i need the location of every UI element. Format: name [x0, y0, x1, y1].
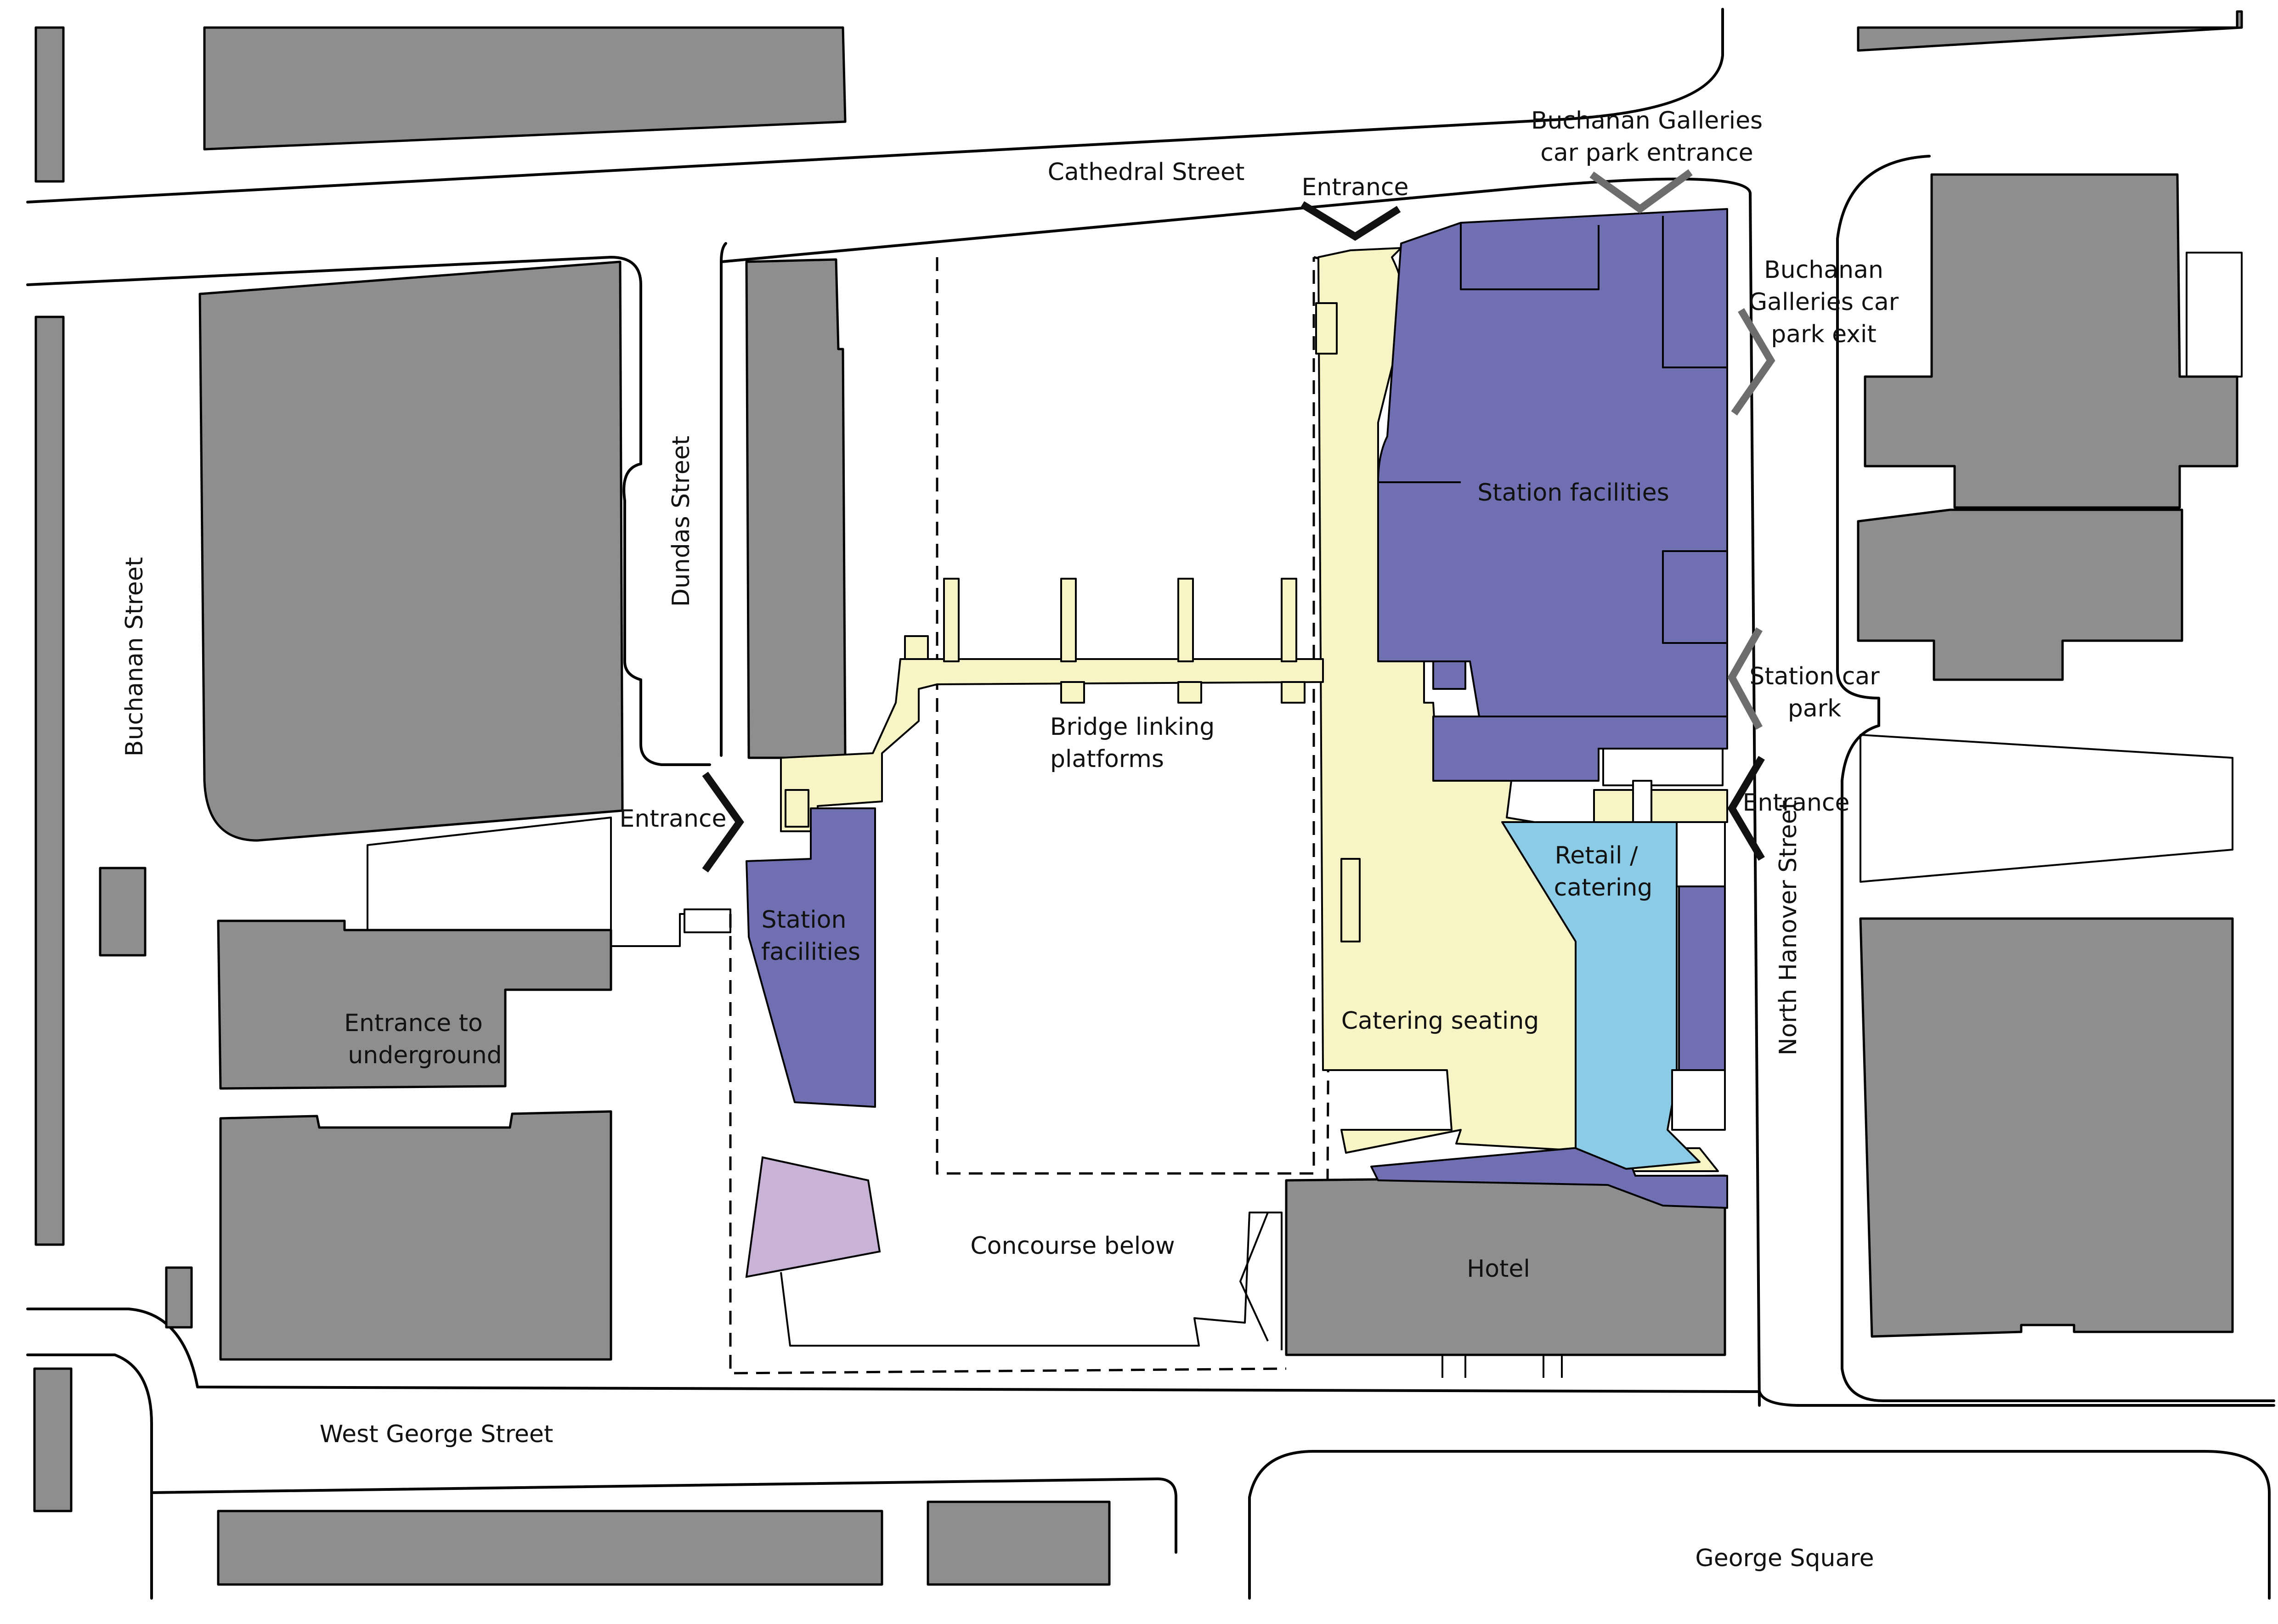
- galleries-exit-label-2: Galleries car: [1749, 288, 1899, 316]
- east-unit: [1632, 780, 1652, 823]
- george-square-label: George Square: [1695, 1545, 1874, 1572]
- station-car-park-chevron: [1727, 627, 1763, 730]
- west-george-street-label: West George Street: [320, 1421, 553, 1448]
- retail-label-1: Retail /: [1555, 842, 1638, 869]
- station-facilities-main-area: [1377, 208, 1728, 717]
- galleries-entrance-label-2: car park entrance: [1540, 139, 1753, 167]
- bridge-label-1: Bridge linking: [1050, 713, 1215, 741]
- building: [219, 1110, 612, 1361]
- bridge-stair: [943, 578, 960, 662]
- station-facilities-kiosk: [1432, 660, 1466, 690]
- road-network: [26, 8, 2275, 1600]
- walkway-outline: [367, 817, 612, 931]
- site-boundary: [729, 257, 1315, 1375]
- station-car-park-label-1: Station car: [1749, 663, 1880, 690]
- cathedral-street-label: Cathedral Street: [1048, 158, 1245, 186]
- building: [1857, 10, 2243, 52]
- east-unit: [1671, 1069, 1726, 1131]
- entrance-lobby: [1315, 302, 1338, 355]
- block-outline-northeast: [2186, 252, 2243, 378]
- bridge-stair: [1281, 681, 1306, 704]
- station-car-park-label-2: park: [1788, 695, 1841, 722]
- building: [198, 260, 624, 842]
- george-square-outline: [1248, 1450, 2271, 1600]
- seating-block: [1340, 858, 1361, 942]
- building: [1859, 917, 2234, 1338]
- building: [99, 867, 147, 957]
- dundas-street-label: Dundas Street: [667, 436, 695, 607]
- entrance-west-label: Entrance: [620, 805, 727, 833]
- map-labels: Cathedral Street Buchanan Street Dundas …: [121, 107, 1899, 1572]
- station-facilities-west: [746, 807, 876, 1108]
- west-stair: [785, 789, 809, 828]
- entrance-north-chevron: [1300, 201, 1401, 241]
- cathedral-street-north-edge: [26, 8, 1724, 203]
- retail-label-2: catering: [1554, 874, 1653, 902]
- bridge-stair: [1177, 681, 1202, 704]
- building: [203, 26, 847, 151]
- building: [165, 1266, 193, 1329]
- block-outline-east: [1860, 734, 2233, 883]
- building: [1857, 508, 2183, 681]
- surrounding-buildings: [33, 10, 2243, 1586]
- station-facilities-west-label-1: Station: [762, 906, 847, 934]
- building: [34, 316, 65, 1246]
- other-use-unit: [745, 1156, 881, 1278]
- east-unit: [1676, 821, 1726, 887]
- galleries-entrance-label-1: Buchanan Galleries: [1531, 107, 1763, 135]
- hotel-label: Hotel: [1467, 1255, 1530, 1283]
- building: [34, 26, 65, 183]
- bridge-stair: [1060, 681, 1085, 704]
- underground-label-1: Entrance to: [344, 1009, 483, 1037]
- entrance-east-label: Entrance: [1743, 789, 1850, 817]
- concourse-outline: [780, 1212, 1283, 1350]
- kiosk: [684, 908, 731, 933]
- dundas-street-west-edge: [622, 462, 711, 766]
- station-facilities-east-block: [1432, 716, 1728, 782]
- circulation-east-corridor: [1593, 789, 1728, 823]
- hotel-frontage: [1441, 1355, 1563, 1378]
- concourse-label: Concourse below: [970, 1232, 1175, 1260]
- minor-structures: [367, 817, 1563, 1378]
- galleries-exit-chevron: [1731, 308, 1775, 416]
- building: [745, 258, 847, 759]
- entrance-north-label: Entrance: [1302, 174, 1409, 201]
- north-hanover-street-east-edge: [1836, 155, 2275, 1402]
- galleries-entrance-chevron: [1589, 169, 1693, 214]
- station-facilities-west-label-2: facilities: [761, 938, 860, 966]
- dundas-street-east-edge: [720, 242, 727, 757]
- galleries-exit-label-3: park exit: [1771, 321, 1877, 348]
- bridge-stair: [1177, 578, 1194, 662]
- entrance-west-chevron: [702, 772, 744, 873]
- building: [217, 1510, 883, 1586]
- station-site: [729, 208, 1728, 1375]
- station-facilities-east-strip: [1678, 885, 1726, 1071]
- east-unit: [1602, 748, 1724, 786]
- galleries-exit-label-1: Buchanan: [1764, 256, 1883, 284]
- entrance-east-chevron: [1727, 756, 1765, 861]
- cathedral-street-south-edge: [26, 177, 1761, 1407]
- buchanan-street-label: Buchanan Street: [121, 557, 148, 756]
- bridge-label-2: platforms: [1050, 745, 1164, 773]
- bridge-stair: [904, 635, 929, 660]
- north-hanover-street-label: North Hanover Street: [1775, 800, 1802, 1055]
- entrance-markers: [702, 169, 1775, 873]
- underground-label-2: underground: [348, 1042, 502, 1069]
- concourse-ramp: [1239, 1212, 1269, 1342]
- station-facilities-main-label: Station facilities: [1477, 479, 1669, 507]
- catering-seating-label: Catering seating: [1341, 1007, 1539, 1035]
- building: [217, 919, 612, 1090]
- facilities-partitions: [1378, 216, 1728, 644]
- building: [927, 1500, 1111, 1586]
- retail-catering-unit: [1501, 821, 1701, 1170]
- bridge-stair: [1060, 578, 1077, 662]
- building: [33, 1367, 73, 1512]
- bridge-stair: [1281, 578, 1297, 662]
- west-george-street-north-edge: [26, 1308, 2275, 1407]
- west-george-street-south-edge: [26, 1353, 1177, 1600]
- building: [1864, 173, 2238, 509]
